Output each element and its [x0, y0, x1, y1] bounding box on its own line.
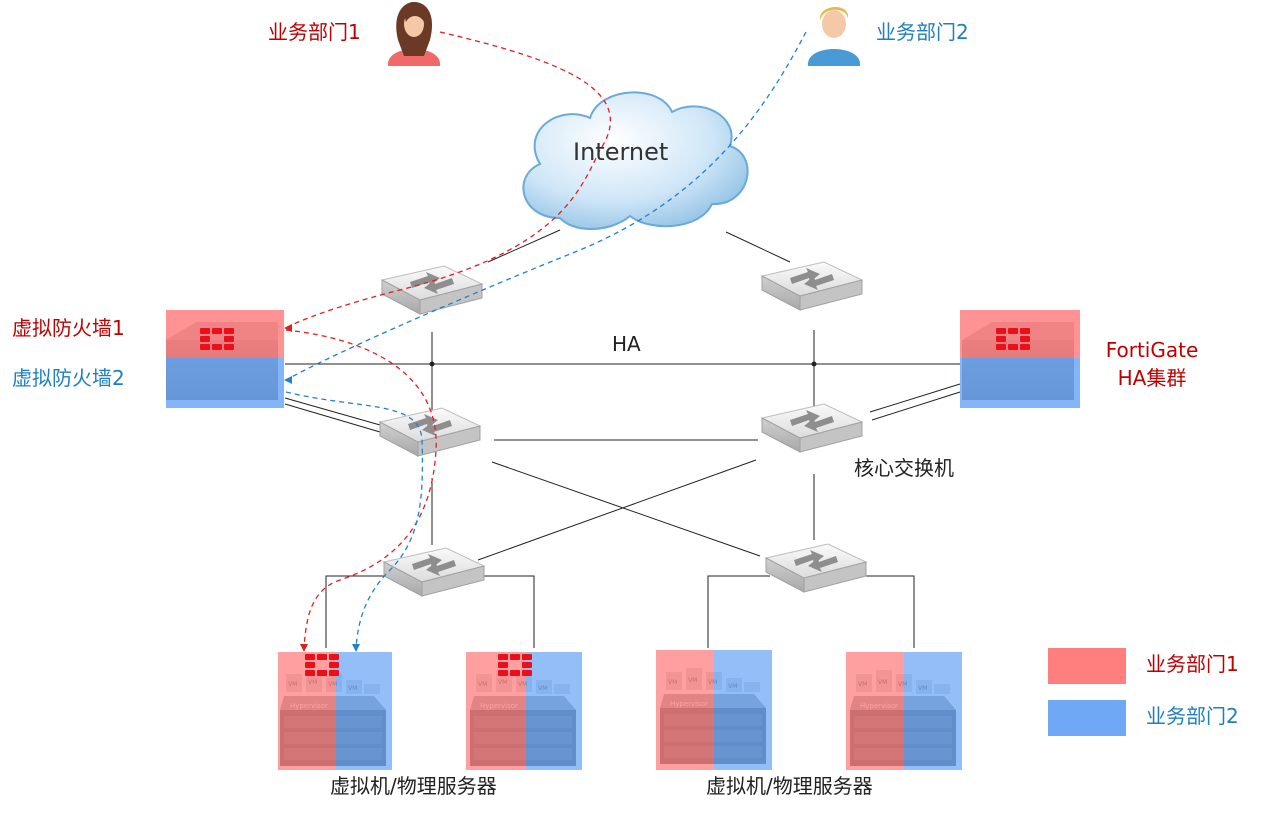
access-right-switch-icon	[765, 543, 867, 593]
core-switch-label: 核心交换机	[854, 456, 954, 480]
legend-swatch-dept1	[1048, 648, 1126, 684]
dept1-user-label: 业务部门1	[268, 20, 361, 44]
traffic-paths	[285, 31, 807, 649]
server-2	[466, 652, 582, 770]
access-left-switch-icon	[383, 547, 485, 597]
user-female-icon	[388, 2, 440, 66]
core-left-switch-icon	[379, 407, 481, 457]
legend-dept1-label: 业务部门1	[1146, 652, 1239, 676]
fortigate-cluster-label-line2: HA集群	[1117, 366, 1187, 390]
server-group-1-label: 虚拟机/物理服务器	[330, 774, 497, 798]
server-4	[846, 652, 962, 770]
cloud-label: Internet	[573, 138, 669, 166]
legend-swatch-dept2	[1048, 700, 1126, 736]
upper-right-switch-icon	[761, 261, 863, 311]
user-male-icon	[808, 6, 860, 66]
fortigate-cluster-label-line1: FortiGate	[1105, 338, 1199, 362]
dept2-user-label: 业务部门2	[876, 20, 969, 44]
fortigate-ha-cluster-icon	[960, 310, 1080, 408]
virtual-firewall-1-label: 虚拟防火墙1	[12, 316, 125, 340]
ha-link-label: HA	[612, 332, 641, 356]
server-group-2-label: 虚拟机/物理服务器	[706, 774, 873, 798]
virtual-firewall-icon	[166, 310, 284, 408]
legend-dept2-label: 业务部门2	[1146, 704, 1239, 728]
cloud-icon	[522, 91, 749, 230]
server-1	[278, 652, 392, 770]
network-links	[284, 229, 961, 648]
arrowheads	[284, 324, 360, 652]
upper-left-switch-icon	[381, 265, 483, 315]
core-right-switch-icon	[761, 403, 863, 453]
virtual-firewall-2-label: 虚拟防火墙2	[12, 366, 125, 390]
server-3	[656, 650, 772, 770]
